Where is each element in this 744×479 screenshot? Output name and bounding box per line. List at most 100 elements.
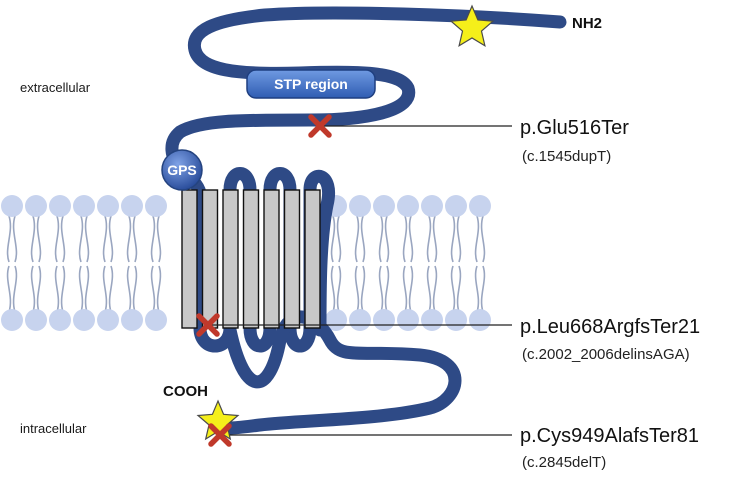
gps-label: GPS <box>167 162 197 178</box>
lipid-tail <box>426 265 432 313</box>
transmembrane-loops-chain <box>193 167 335 353</box>
transmembrane-helix-7 <box>304 189 321 329</box>
lipid-head <box>349 309 371 331</box>
lipid-tail <box>156 265 162 313</box>
lipid-tail <box>432 215 438 263</box>
mutation-cross-icon-1 <box>308 114 332 138</box>
lipid-tail <box>408 215 414 263</box>
lipid-head <box>421 195 443 217</box>
lipid-tail <box>156 215 162 263</box>
lipid-tail <box>60 215 66 263</box>
intracellular-tail-chain <box>208 310 462 435</box>
lipid-tail <box>36 265 42 313</box>
lipid-tail <box>336 215 342 263</box>
lipid-tail <box>432 265 438 313</box>
lipid-tail <box>426 215 432 263</box>
lipid-tail <box>474 265 480 313</box>
lipid-tail <box>6 215 12 263</box>
lipid-tail <box>54 265 60 313</box>
lipid-tail <box>330 215 336 263</box>
protein-chain <box>165 6 567 435</box>
lipid-head <box>1 195 23 217</box>
lipid-head <box>397 309 419 331</box>
lipid-tail <box>78 265 84 313</box>
lipid-tail <box>384 265 390 313</box>
lipid-tail <box>30 265 36 313</box>
lipid-tail <box>102 265 108 313</box>
lipid-tail <box>378 215 384 263</box>
lipid-tail <box>108 265 114 313</box>
lipid-tail <box>12 215 18 263</box>
lipid-head <box>97 195 119 217</box>
lipid-tail <box>150 265 156 313</box>
variant-1-protein: p.Glu516Ter <box>520 117 629 139</box>
lipid-head <box>349 195 371 217</box>
variant-2-cdna: (c.2002_2006delinsAGA) <box>522 346 690 363</box>
stp-region-label: STP region <box>274 76 348 92</box>
lipid-tail <box>150 215 156 263</box>
lipid-head <box>469 309 491 331</box>
lipid-head <box>73 195 95 217</box>
lipid-tail <box>360 265 366 313</box>
intracellular-label: intracellular <box>20 421 87 436</box>
variant-3-cdna: (c.2845delT) <box>522 454 606 471</box>
lipid-tail <box>132 215 138 263</box>
lipid-tail <box>450 215 456 263</box>
lipid-tail <box>450 265 456 313</box>
lipid-tail <box>54 215 60 263</box>
lipid-head <box>49 195 71 217</box>
lipid-head <box>97 309 119 331</box>
lipid-head <box>121 195 143 217</box>
variant-2-protein: p.Leu668ArgfsTer21 <box>520 316 700 338</box>
cooh-label: COOH <box>163 383 208 400</box>
lipid-bilayer-left <box>1 195 167 331</box>
lipid-tail <box>378 265 384 313</box>
lipid-head <box>49 309 71 331</box>
mutation-cross-icon-3 <box>208 423 232 447</box>
lipid-tail <box>480 265 486 313</box>
lipid-tail <box>108 215 114 263</box>
transmembrane-helix-1 <box>181 189 198 329</box>
lipid-tail <box>330 265 336 313</box>
lipid-head <box>25 195 47 217</box>
lipid-tail <box>132 265 138 313</box>
nh2-label: NH2 <box>572 15 602 32</box>
mutation-cross-icon-2 <box>196 313 220 337</box>
lipid-tail <box>84 215 90 263</box>
lipid-tail <box>480 215 486 263</box>
transmembrane-helix-5 <box>263 189 280 329</box>
nh2-terminus-star-icon <box>449 4 495 48</box>
lipid-tail <box>408 265 414 313</box>
lipid-head <box>1 309 23 331</box>
lipid-tail <box>78 215 84 263</box>
transmembrane-helix-4 <box>242 189 260 329</box>
stp-region-badge: STP region <box>246 69 376 99</box>
lipid-tail <box>402 215 408 263</box>
variant-1-cdna: (c.1545dupT) <box>522 148 611 165</box>
transmembrane-helix-6 <box>283 189 301 329</box>
extracellular-label: extracellular <box>20 80 91 95</box>
lipid-bilayer-right <box>325 195 491 331</box>
lipid-head <box>397 195 419 217</box>
lipid-head <box>145 309 167 331</box>
lipid-head <box>373 195 395 217</box>
lipid-tail <box>360 215 366 263</box>
lipid-tail <box>456 215 462 263</box>
lipid-tail <box>474 215 480 263</box>
lipid-head <box>421 309 443 331</box>
lipid-tail <box>36 215 42 263</box>
lipid-tail <box>336 265 342 313</box>
lipid-tail <box>126 215 132 263</box>
lipid-tail <box>126 265 132 313</box>
lipid-tail <box>84 265 90 313</box>
lipid-tail <box>6 265 12 313</box>
lipid-head <box>445 309 467 331</box>
lipid-tail <box>30 215 36 263</box>
transmembrane-helix-2 <box>201 189 219 329</box>
lipid-head <box>373 309 395 331</box>
lipid-tail <box>456 265 462 313</box>
lipid-tail <box>102 215 108 263</box>
lipid-head <box>25 309 47 331</box>
leader-lines <box>208 125 512 436</box>
